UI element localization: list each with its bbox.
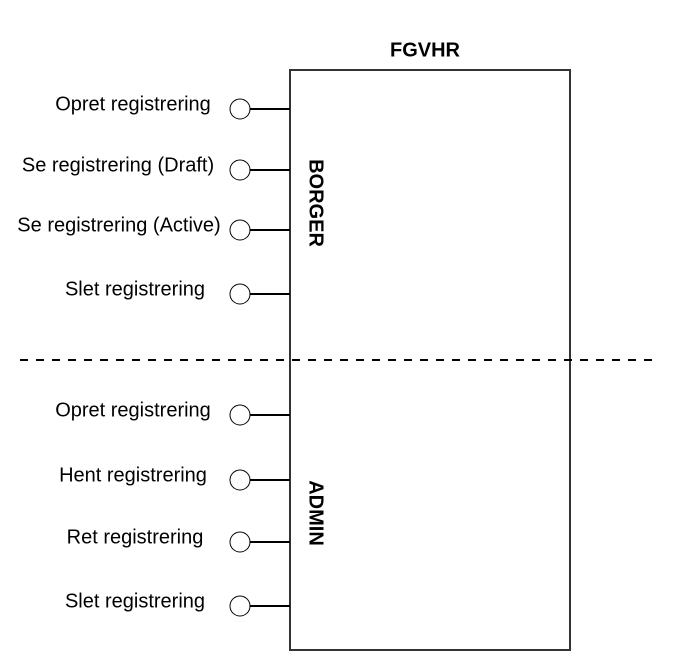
section-label-admin: ADMIN (305, 480, 327, 546)
interface-lollipop (229, 404, 251, 426)
section-label-borger: BORGER (305, 159, 327, 247)
interface-label: Slet registrering (65, 278, 205, 300)
interface-borger: Se registrering (Active) (17, 214, 290, 241)
interface-borger: Slet registrering (65, 278, 290, 305)
interface-lollipop (229, 283, 251, 305)
interface-lollipop (229, 531, 251, 553)
interface-lollipop (229, 159, 251, 181)
interface-lollipop (229, 98, 251, 120)
interface-admin: Slet registrering (65, 590, 290, 617)
interface-admin: Opret registrering (55, 399, 290, 426)
interface-label: Se registrering (Draft) (22, 154, 214, 176)
interface-label: Slet registrering (65, 590, 205, 612)
interface-label: Opret registrering (55, 93, 211, 115)
interface-label: Hent registrering (59, 464, 207, 486)
component-title: FGVHR (390, 39, 461, 61)
interface-label: Se registrering (Active) (17, 214, 220, 236)
interface-borger: Se registrering (Draft) (22, 154, 290, 181)
interface-label: Opret registrering (55, 399, 211, 421)
interface-admin: Ret registrering (67, 526, 290, 553)
interface-lollipop (229, 469, 251, 491)
interface-lollipop (229, 595, 251, 617)
interface-borger: Opret registrering (55, 93, 290, 120)
interface-admin: Hent registrering (59, 464, 290, 491)
interface-lollipop (229, 219, 251, 241)
interface-label: Ret registrering (67, 526, 204, 548)
